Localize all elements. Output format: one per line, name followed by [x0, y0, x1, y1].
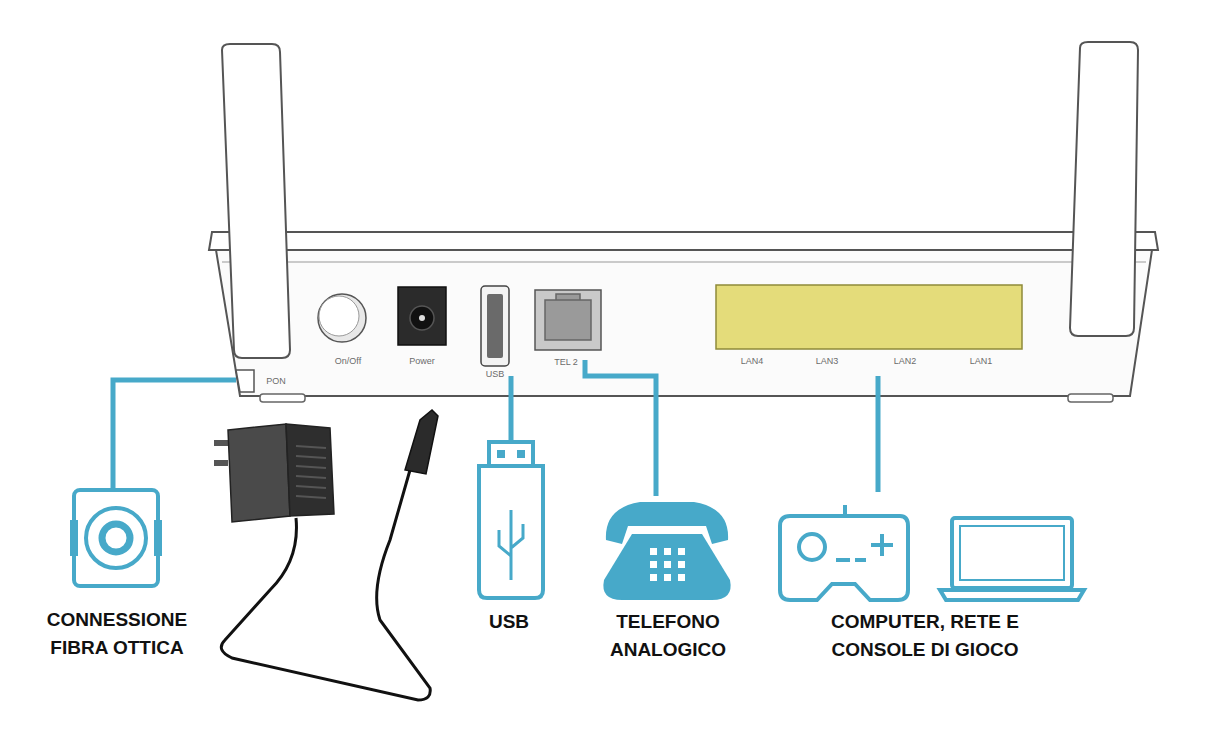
router-body-part — [222, 262, 1146, 263]
leader-line-part — [585, 360, 656, 496]
port-label: LAN3 — [802, 356, 852, 366]
antenna-part — [1070, 42, 1138, 336]
gamepad-icon-part — [780, 516, 908, 600]
device-label: TELEFONO ANALOGICO — [601, 608, 736, 664]
gamepad-icon-part — [836, 558, 866, 562]
phone-icon-part-part — [678, 561, 685, 568]
power-adapter-part — [296, 446, 326, 498]
tel-port — [535, 290, 601, 350]
usb-port — [481, 286, 509, 366]
gamepad-icon-part — [799, 534, 825, 560]
router-body-part — [209, 232, 1158, 250]
leader-line-part — [113, 380, 236, 490]
phone-icon-part-part — [650, 574, 657, 581]
phone-icon-part-part — [650, 561, 657, 568]
phone-icon-part — [603, 534, 730, 600]
gamepad-icon-part — [871, 534, 893, 556]
power-adapter-part — [286, 424, 334, 516]
phone-icon-part — [650, 548, 685, 581]
laptop-icon — [940, 518, 1084, 600]
power-adapter-part — [214, 440, 228, 446]
laptop-icon-part — [940, 590, 1084, 600]
laptop-icon-part — [960, 526, 1064, 580]
usb-port-part — [481, 286, 509, 366]
phone-icon-part-part — [664, 574, 671, 581]
port-label: LAN2 — [880, 356, 930, 366]
power-jack-part — [419, 315, 425, 321]
power-adapter-part-part — [296, 466, 326, 468]
lan-ports-part — [716, 285, 1022, 349]
on-off-button — [318, 294, 366, 342]
phone-icon-part-part — [650, 548, 657, 555]
power-adapter-part-part — [296, 486, 326, 488]
fiber-icon-part — [154, 520, 162, 556]
phone-icon-part-part — [664, 561, 671, 568]
power-adapter-part-part — [296, 446, 326, 448]
fiber-icon-part — [70, 520, 78, 556]
port-label: On/Off — [318, 356, 378, 366]
usb-port-part — [487, 294, 503, 358]
usb-stick-icon-part — [489, 442, 533, 466]
power-jack-part — [410, 306, 434, 330]
usb-stick-icon-part — [497, 450, 505, 458]
pon-port — [236, 370, 254, 392]
router-body-part — [260, 394, 305, 402]
device-label: CONNESSIONE FIBRA OTTICA — [37, 606, 197, 662]
router-body — [209, 232, 1158, 402]
power-adapter-part — [405, 410, 438, 474]
router-body-part — [1068, 394, 1113, 402]
leader-line-part — [509, 376, 514, 442]
port-label: LAN1 — [956, 356, 1006, 366]
phone-icon-part-part — [678, 574, 685, 581]
on-off-button-part — [319, 296, 359, 336]
tel-port-part — [535, 290, 601, 350]
antenna-part — [222, 44, 290, 358]
usb-stick-icon-part — [517, 450, 525, 458]
power-adapter-part — [221, 470, 430, 700]
tel-port-part — [545, 294, 591, 340]
phone-icon-part-part — [664, 548, 671, 555]
device-label: USB — [469, 608, 549, 636]
port-label: USB — [475, 369, 515, 379]
gamepad-icon — [780, 505, 908, 600]
phone-icon — [603, 502, 730, 600]
port-label: LAN4 — [727, 356, 777, 366]
usb-stick-icon — [479, 442, 543, 598]
power-adapter — [214, 410, 438, 700]
power-adapter-part-part — [296, 456, 326, 458]
router-body-part — [216, 250, 1152, 396]
phone-icon-part-part — [678, 548, 685, 555]
pon-port-part — [236, 370, 254, 392]
usb-stick-icon-part — [479, 466, 543, 598]
fiber-icon-part — [102, 524, 130, 552]
usb-stick-icon-part — [499, 510, 523, 580]
lan-ports — [716, 285, 1022, 349]
on-off-button-part — [318, 294, 366, 342]
port-label: TEL 2 — [541, 357, 591, 367]
power-adapter-part — [228, 424, 290, 522]
fiber-icon — [70, 490, 162, 586]
antenna — [222, 42, 1138, 358]
power-jack-part — [398, 287, 446, 345]
port-label: Power — [392, 356, 452, 366]
power-jack — [398, 287, 446, 345]
power-adapter-part — [214, 460, 228, 466]
laptop-icon-part — [952, 518, 1072, 588]
fiber-icon-part — [86, 508, 146, 568]
fiber-icon-part — [74, 490, 158, 586]
leader-line-part — [876, 376, 881, 492]
power-adapter-part-part — [296, 496, 326, 498]
power-adapter-part-part — [296, 476, 326, 478]
port-label: PON — [261, 376, 291, 386]
device-label: COMPUTER, RETE E CONSOLE DI GIOCO — [815, 608, 1035, 664]
